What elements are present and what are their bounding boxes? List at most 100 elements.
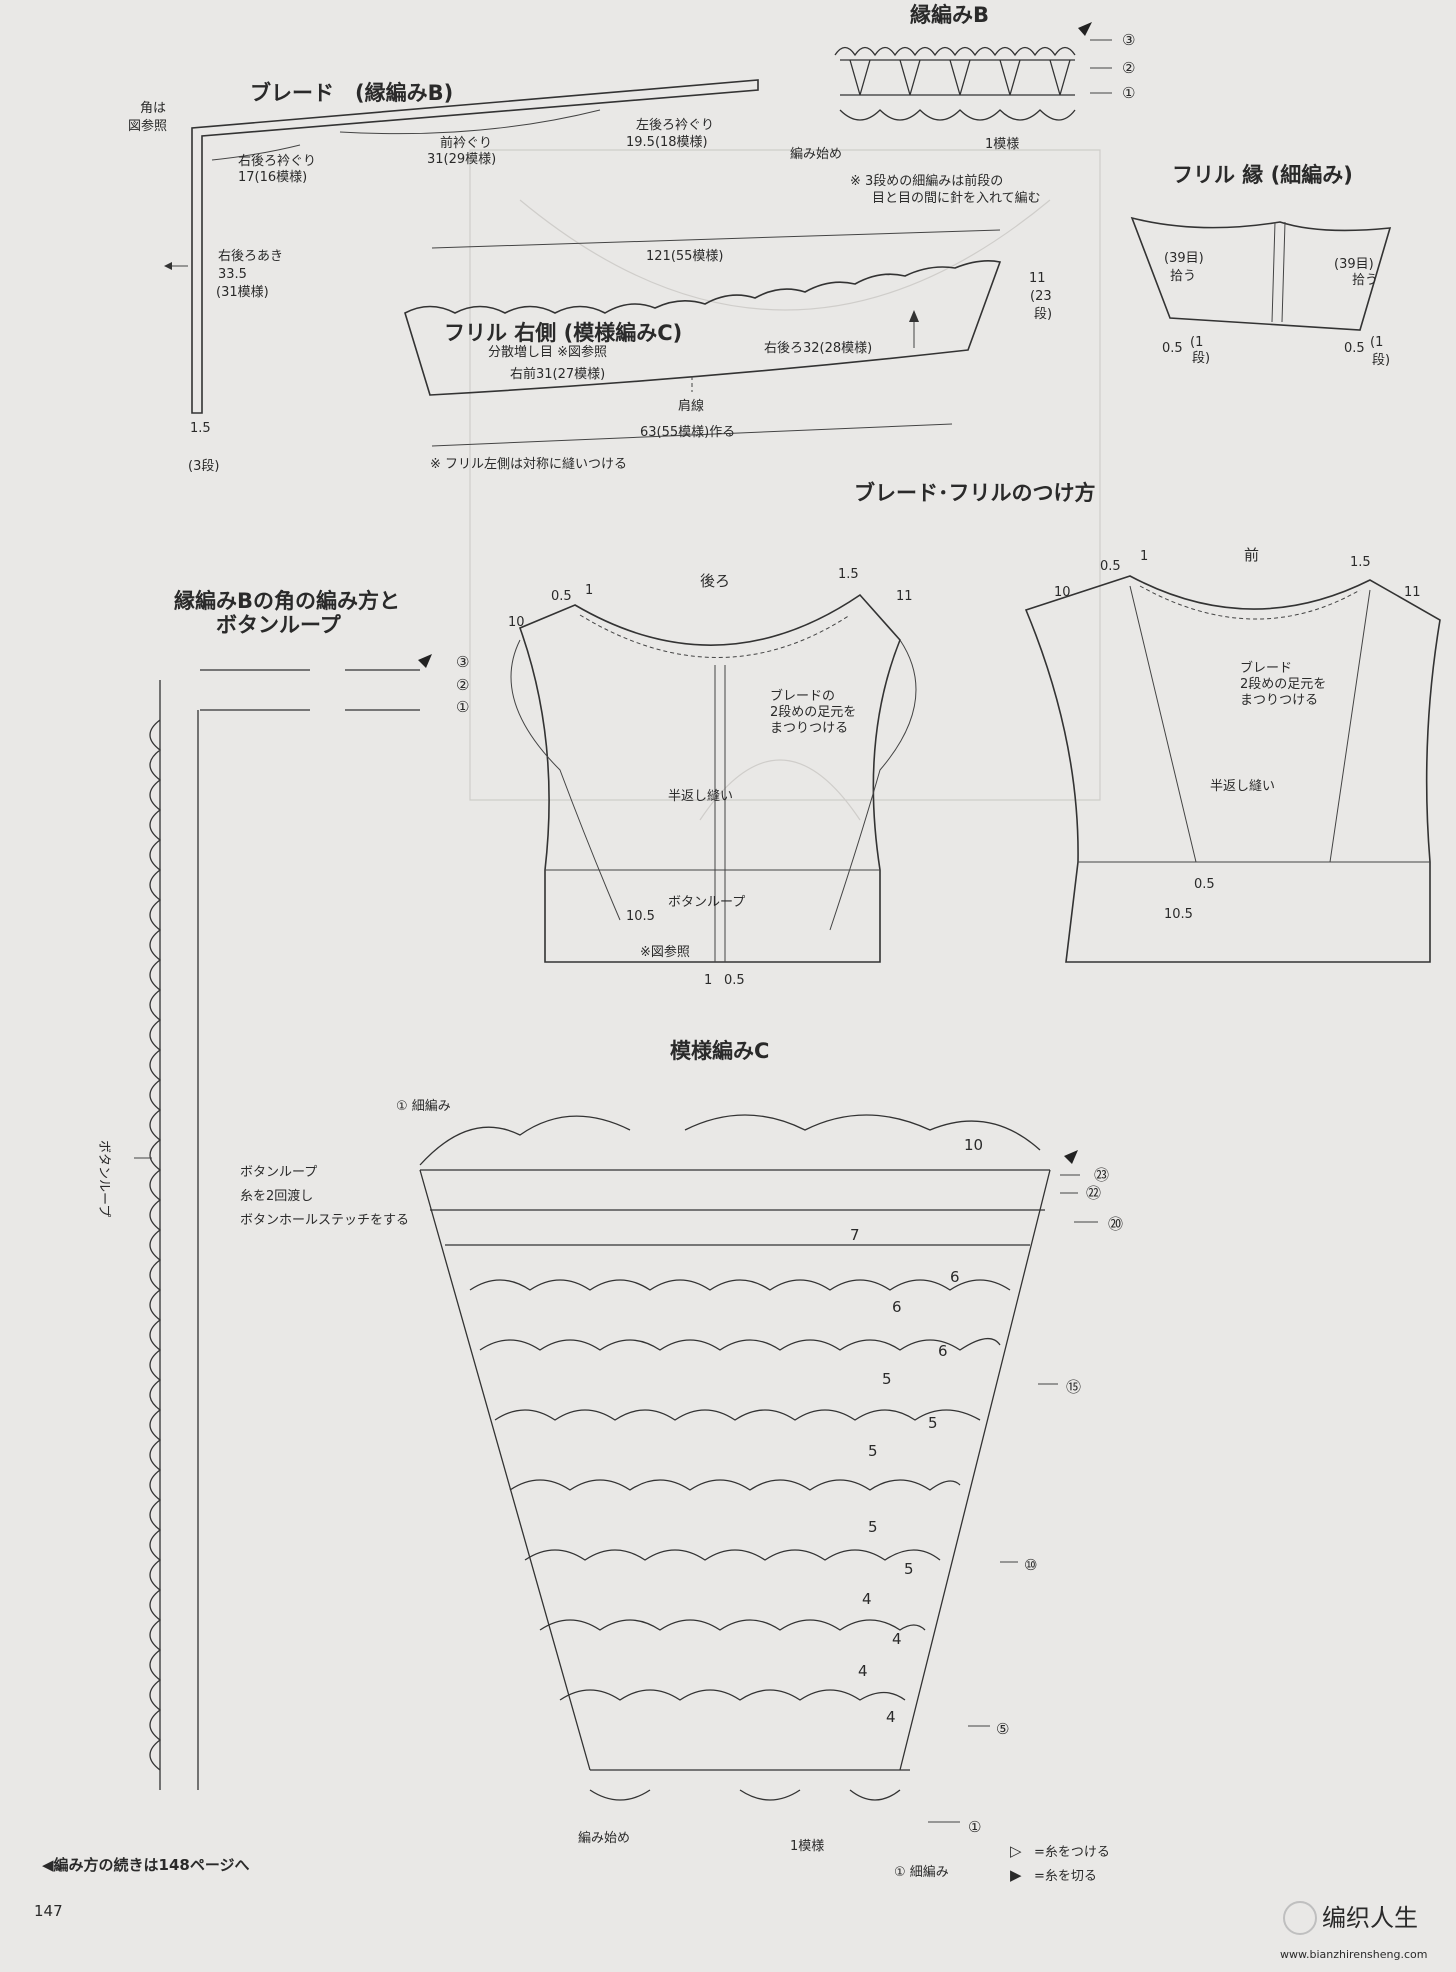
front-backstitch: 半返し縫い <box>1210 779 1275 794</box>
frill-right-back: 右後ろ32(28模様) <box>764 341 872 356</box>
frill-note: ※ フリル左側は対称に縫いつける <box>430 457 627 472</box>
seg-front-neck: 前衿ぐり <box>440 135 492 151</box>
front-braid-note-1: ブレード <box>1240 660 1292 676</box>
pattern-c-repeat: 1模様 <box>790 1839 824 1854</box>
pattern-c-title: 模様編みC <box>670 1039 769 1063</box>
seg-right-back-open: 右後ろあき <box>218 249 283 264</box>
edging-b-row-2: ② <box>1122 59 1135 77</box>
frill-edge-dim-left-3: 段) <box>1192 351 1210 366</box>
page-number: 147 <box>34 1902 63 1920</box>
frill-edge-dim-right-3: 段) <box>1372 353 1390 368</box>
corner-row-3: ③ <box>456 653 469 671</box>
edging-b-start: 編み始め <box>790 146 842 162</box>
pattern-c-n-4a: 4 <box>862 1590 872 1608</box>
braid-corner-note-1: 角は <box>140 101 166 116</box>
corner-title-2: ボタンループ <box>216 613 342 637</box>
watermark-url: www.bianzhirensheng.com <box>1280 1948 1427 1961</box>
edging-b-repeat: 1模様 <box>985 137 1019 152</box>
seg-right-back-open-sub: (31模様) <box>216 285 269 300</box>
pattern-c-n-7: 7 <box>850 1226 860 1244</box>
pattern-c-n-4c: 4 <box>858 1662 868 1680</box>
legend-text-cut: =糸を切る <box>1034 1869 1097 1884</box>
front-dim-c: 1 <box>1140 549 1148 564</box>
pattern-c-n-10: 10 <box>964 1136 983 1154</box>
footer: ◀編み方の続きは148ページへ 147 <box>34 1856 250 1920</box>
frill-height-2: (23 <box>1030 289 1052 304</box>
corner-row-1: ① <box>456 698 469 716</box>
edging-b-title: 縁編みB <box>910 3 989 27</box>
frill-height-1: 11 <box>1029 271 1046 286</box>
front-dim-a: 10 <box>1054 585 1071 600</box>
frill-edge-dim-left-1: 0.5 <box>1162 341 1183 356</box>
seg-right-back-neck: 右後ろ衿ぐり <box>238 154 316 169</box>
legend-symbol-attach: ▷ <box>1010 1842 1022 1860</box>
bleed-through-pattern <box>469 149 1101 821</box>
front-dim-e: 11 <box>1404 585 1421 600</box>
back-button-loop: ボタンループ <box>668 895 745 910</box>
frill-bottom: 63(55模様)作る <box>640 425 735 440</box>
corner-chart: 縁編みBの角の編み方と ボタンループ ③ ② ① ボタンループ ボタンループ 糸… <box>96 589 469 1790</box>
pattern-c-n-5e: 5 <box>904 1560 914 1578</box>
frill-edge-dim-right-2: (1 <box>1370 335 1383 350</box>
edging-b-note-2: 目と目の間に針を入れて編む <box>872 190 1041 206</box>
back-dim-g: 1 <box>704 973 712 988</box>
legend-text-attach: =糸をつける <box>1034 1845 1110 1860</box>
frill-right-sub: 分散増し目 ※図参照 <box>488 344 607 360</box>
edging-b-note-1: ※ 3段めの細編みは前段の <box>850 173 1003 189</box>
attach-front-label: 前 <box>1244 546 1259 564</box>
attach-back-label: 後ろ <box>700 572 730 590</box>
frill-edge-pick-left-2: 拾う <box>1170 269 1196 284</box>
pattern-c-last-sc: ① 細編み <box>894 1864 949 1880</box>
attach-title: ブレード･フリルのつけ方 <box>854 481 1096 505</box>
pattern-c-start: 編み始め <box>578 1830 630 1846</box>
front-dim-g: 10.5 <box>1164 907 1193 922</box>
front-dim-f: 0.5 <box>1194 877 1215 892</box>
back-dim-e: 11 <box>896 589 913 604</box>
frill-right-diagram: 121(55模様) フリル 右側 (模様編みC) 分散増し目 ※図参照 右前31… <box>404 229 1052 472</box>
seg-front-neck-val: 31(29模様) <box>427 152 496 167</box>
seg-left-back-neck: 左後ろ衿ぐり <box>636 118 714 133</box>
corner-instr-3: ボタンホールステッチをする <box>240 1213 409 1228</box>
pattern-c-n-6b: 6 <box>892 1298 902 1316</box>
corner-instr-1: ボタンループ <box>240 1165 317 1180</box>
back-dim-b: 1 <box>585 583 593 598</box>
braid-width: 1.5 <box>190 421 211 436</box>
seg-left-back-neck-val: 19.5(18模様) <box>626 135 708 150</box>
watermark-text: 编织人生 <box>1322 1904 1418 1932</box>
pattern-c-row-5: ⑤ <box>996 1720 1009 1738</box>
frill-edge-title: フリル 縁 (細編み) <box>1172 163 1353 187</box>
back-dim-d: 1.5 <box>838 567 859 582</box>
back-dim-c: 10 <box>508 615 525 630</box>
seg-right-back-neck-val: 17(16模様) <box>238 170 307 185</box>
seg-right-back-open-val: 33.5 <box>218 267 247 282</box>
front-braid-note-3: まつりつける <box>1240 693 1318 708</box>
pattern-c-row-15: ⑮ <box>1066 1378 1081 1396</box>
corner-title-1: 縁編みBの角の編み方と <box>174 589 400 613</box>
pattern-c-n-6c: 6 <box>938 1342 948 1360</box>
back-dim-h: 0.5 <box>724 973 745 988</box>
front-braid-note-2: 2段めの足元を <box>1240 677 1326 692</box>
corner-instr-2: 糸を2回渡し <box>240 1188 313 1204</box>
back-dim-a: 0.5 <box>551 589 572 604</box>
pattern-c-first-sc: ① 細編み <box>396 1098 451 1114</box>
frill-edge-pick-right-2: 拾う <box>1352 273 1378 288</box>
frill-edge-dim-right-1: 0.5 <box>1344 341 1365 356</box>
edging-b-row-1: ① <box>1122 84 1135 102</box>
corner-button-loop-label: ボタンループ <box>96 1140 111 1217</box>
pattern-c-row-22: ㉒ <box>1086 1184 1101 1202</box>
pattern-c-n-6a: 6 <box>950 1268 960 1286</box>
braid-corner-note-2: 図参照 <box>128 118 167 134</box>
frill-edge-dim-left-2: (1 <box>1190 335 1203 350</box>
frill-right-title: フリル 右側 (模様編みC) <box>444 321 682 345</box>
back-braid-note-1: ブレードの <box>770 688 835 704</box>
pattern-c-chart: 模様編みC ① 細編み 10 7 6 6 6 5 5 5 5 5 4 4 4 4… <box>396 1039 1123 1884</box>
pattern-c-n-5c: 5 <box>868 1442 878 1460</box>
front-dim-d: 1.5 <box>1350 555 1371 570</box>
back-button-loop-ref: ※図参照 <box>640 944 690 960</box>
edging-b-chart: 縁編みB ③ ② ① 編み始め 1模様 ※ 3段めの細編みは前段の 目と目の間に… <box>790 3 1135 206</box>
continue-note: ◀編み方の続きは148ページへ <box>42 1856 250 1874</box>
pattern-c-row-10: ⑩ <box>1024 1556 1037 1574</box>
watermark: 编织人生 www.bianzhirensheng.com <box>1280 1901 1427 1961</box>
frill-edge-pick-right-1: (39目) <box>1334 257 1374 272</box>
